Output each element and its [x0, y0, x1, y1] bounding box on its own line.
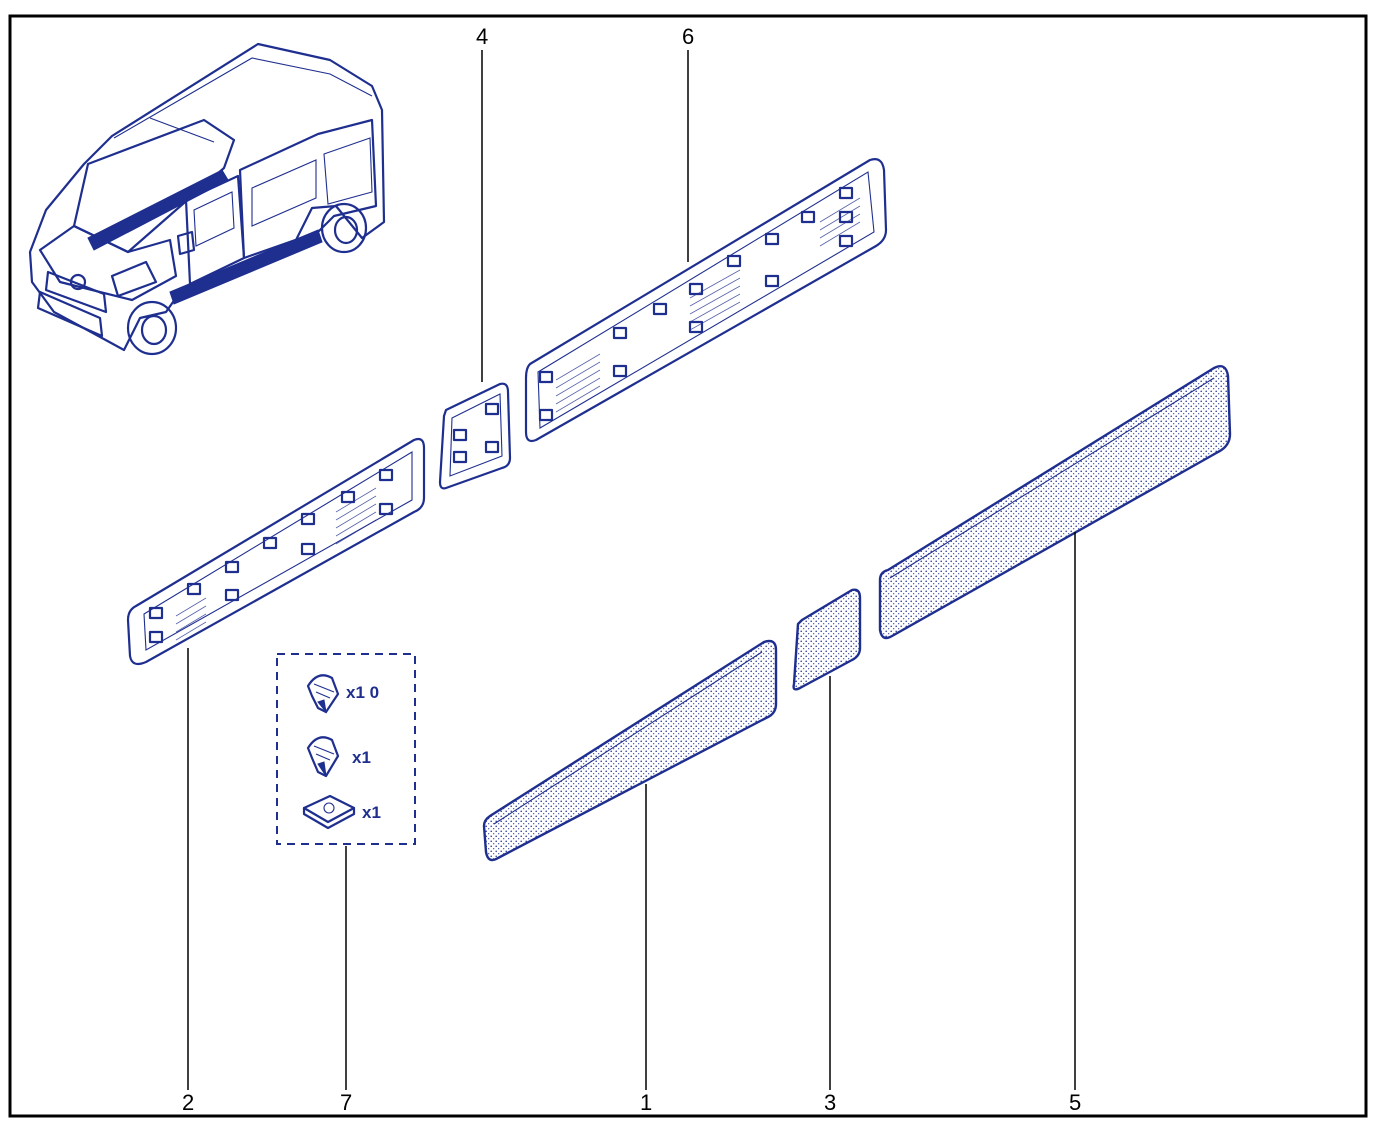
van-illustration-icon — [28, 42, 386, 356]
part-6-rear-trim-back-icon — [524, 158, 888, 443]
callout-1: 1 — [640, 1090, 652, 1115]
part-4-small-trim-back-icon — [438, 382, 512, 490]
callout-2: 2 — [182, 1090, 194, 1115]
part-2-front-trim-back-icon — [126, 437, 426, 666]
callout-7: 7 — [340, 1090, 352, 1115]
callout-lines — [187, 50, 1076, 1090]
clip-icon — [306, 674, 340, 714]
diagram-frame — [8, 14, 1368, 1118]
part-3-small-trim-icon — [792, 588, 862, 691]
clip-qty-2: x1 — [352, 748, 371, 767]
base-clip-qty: x1 — [362, 803, 381, 822]
clip-kit-box — [276, 653, 416, 845]
part-5-rear-trim-icon — [878, 365, 1232, 640]
clip-icon — [306, 736, 340, 778]
clip-qty-1: x1 0 — [346, 683, 379, 702]
callout-6: 6 — [682, 24, 694, 49]
base-clip-icon — [302, 794, 356, 830]
callout-3: 3 — [824, 1090, 836, 1115]
part-1-front-trim-icon — [482, 639, 778, 862]
callout-4: 4 — [476, 24, 488, 49]
callout-5: 5 — [1069, 1090, 1081, 1115]
part-7-clip-kit: x1 0 x1 x1 — [276, 653, 416, 845]
